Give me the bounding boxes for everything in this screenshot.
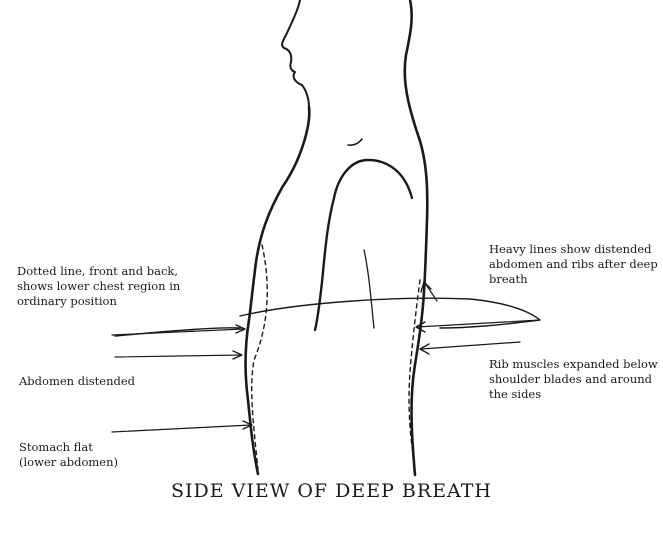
collar-line	[348, 139, 362, 145]
stomach-label: Stomach flat (lower abdomen)	[19, 440, 118, 470]
chest-line	[364, 250, 374, 328]
shoulder-arm-outline	[315, 160, 412, 330]
diagram-title: SIDE VIEW OF DEEP BREATH	[0, 480, 663, 502]
arm-contour	[240, 298, 540, 328]
heavy-lines-label: Heavy lines show distended abdomen and r…	[489, 242, 658, 287]
pointer-stomach	[112, 425, 251, 432]
pointer-dotted-line	[112, 329, 243, 335]
rib-muscles-label: Rib muscles expanded below shoulder blad…	[489, 357, 658, 402]
abdomen-label: Abdomen distended	[19, 374, 135, 389]
back-outline	[405, 0, 428, 475]
pointer-rib-muscles	[421, 342, 520, 349]
dotted-line-label: Dotted line, front and back, shows lower…	[17, 264, 180, 309]
front-body-outline	[245, 107, 309, 474]
face-profile	[282, 0, 309, 107]
pointer-abdomen	[115, 355, 241, 357]
